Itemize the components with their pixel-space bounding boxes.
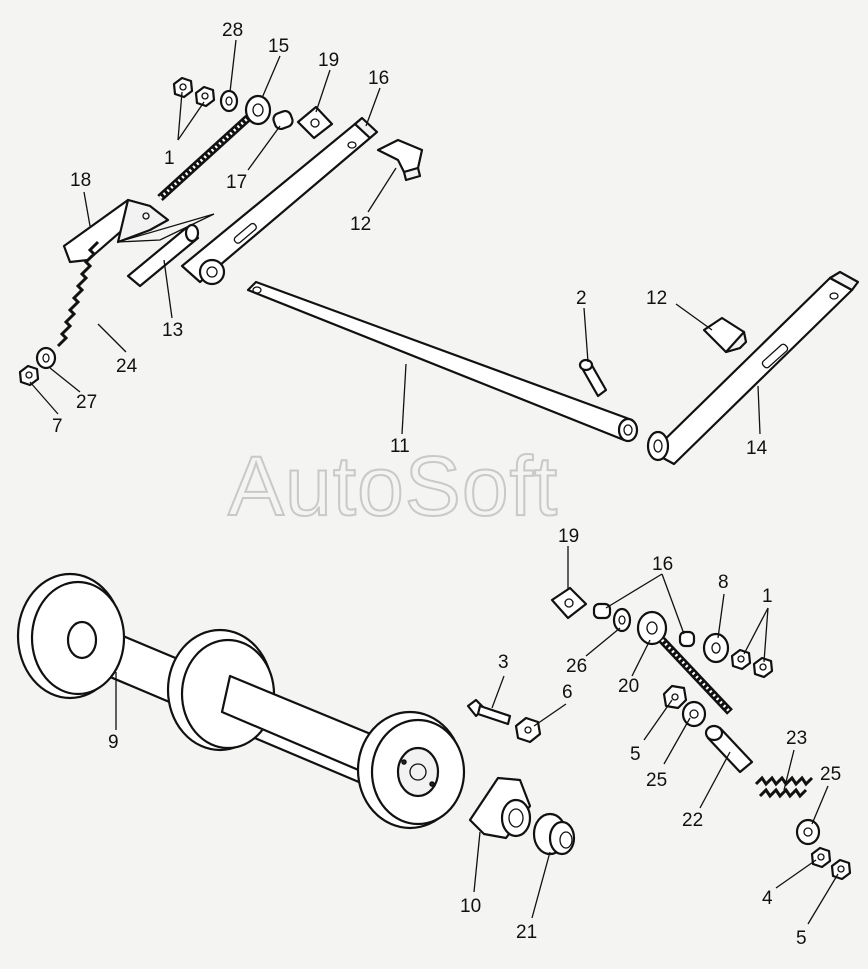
part-bolt-3: [466, 698, 512, 726]
callout-5-lower: 5: [796, 928, 807, 949]
part-nut-5-lower: [830, 858, 852, 881]
callout-1-bottom: 1: [762, 586, 773, 607]
part-washer-26: [612, 607, 632, 633]
callout-1-top: 1: [164, 148, 175, 169]
callout-12-right: 12: [646, 288, 667, 309]
part-bushing-16: [592, 602, 612, 620]
part-flange-10: [468, 776, 532, 840]
part-square-nut-19: [296, 105, 334, 140]
part-nut-1-bottom: [730, 648, 774, 679]
part-nut-1-top: [172, 76, 216, 108]
part-pin-2: [578, 358, 608, 398]
callout-20: 20: [618, 676, 639, 697]
part-washer-27: [35, 346, 57, 370]
callout-14: 14: [746, 438, 768, 459]
part-nut-7: [18, 364, 40, 387]
callout-2: 2: [576, 288, 587, 309]
part-clip-12-right: [702, 316, 748, 354]
callout-11: 11: [390, 436, 410, 457]
callout-28: 28: [222, 20, 243, 41]
callout-8: 8: [718, 572, 729, 593]
part-clip-12-top: [376, 138, 424, 182]
part-washer-25-lower: [795, 818, 821, 846]
shaft-assembly: [246, 270, 860, 466]
part-lever-14: [646, 270, 860, 466]
callout-25-lower: 25: [820, 764, 841, 785]
callout-4: 4: [762, 888, 773, 909]
callout-16-bottom: 16: [652, 554, 673, 575]
callout-19-top: 19: [318, 50, 339, 71]
callout-3: 3: [498, 652, 509, 673]
part-washer-28: [219, 89, 239, 113]
bottom-right-assembly: [550, 586, 852, 881]
callout-18: 18: [70, 170, 91, 191]
part-spring-23: [754, 775, 814, 799]
callout-25-upper: 25: [646, 770, 667, 791]
callout-16-top: 16: [368, 68, 389, 89]
callout-5-upper: 5: [630, 744, 641, 765]
callout-22: 22: [682, 810, 703, 831]
callout-27: 27: [76, 392, 97, 413]
part-hub-21: [532, 812, 576, 856]
part-lever-16: [180, 116, 379, 286]
watermark: AutoSoft: [228, 439, 558, 533]
callout-12-top: 12: [350, 214, 371, 235]
callout-9: 9: [108, 732, 119, 753]
part-bushing-17: [272, 109, 294, 131]
callout-6: 6: [562, 682, 573, 703]
part-nut-5-upper: [662, 684, 688, 710]
part-washer-25-upper: [681, 700, 707, 728]
part-pin-22: [704, 724, 754, 774]
part-pin-13: [126, 223, 200, 288]
callout-13: 13: [162, 320, 183, 341]
part-bracket-18: [62, 198, 215, 264]
part-washer-8: [702, 632, 730, 664]
top-left-assembly: [18, 76, 424, 387]
part-eye-bolt-15: [157, 94, 272, 201]
callout-15: 15: [268, 36, 289, 57]
part-shaft-11: [246, 280, 639, 443]
callout-24: 24: [116, 356, 138, 377]
part-bushing-16b: [678, 630, 696, 648]
callout-23: 23: [786, 728, 807, 749]
callout-labels: 28 15 19 16 1 17 12 18 13 24 27 7 2 12 1…: [52, 20, 841, 949]
callout-21: 21: [516, 922, 537, 943]
callout-17: 17: [226, 172, 247, 193]
part-nut-6: [514, 716, 542, 744]
part-roller-9: [16, 572, 466, 830]
part-eye-bolt-20: [636, 610, 733, 715]
part-square-nut-19-lower: [550, 586, 588, 620]
callout-26: 26: [566, 656, 587, 677]
part-spring-24: [56, 240, 100, 348]
callout-19-bottom: 19: [558, 526, 579, 547]
part-nut-4: [810, 846, 832, 869]
callout-10: 10: [460, 896, 481, 917]
leader-lines: [29, 39, 839, 925]
callout-7: 7: [52, 416, 63, 437]
